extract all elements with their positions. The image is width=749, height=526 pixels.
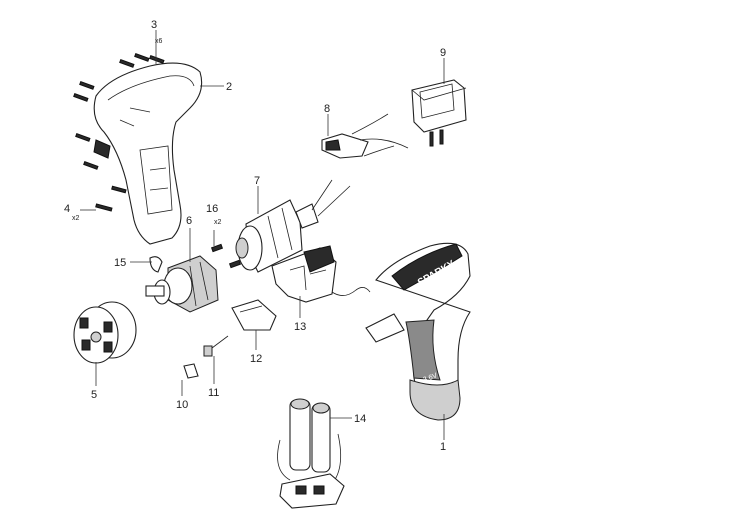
callout-10: 10 [176,399,188,411]
main-housing-part-1: SPARKY 3.6V [365,242,471,421]
leader-lines [80,30,445,440]
callout-3-qty: x6 [155,38,163,45]
callout-3: 3 [151,19,157,31]
voltage-text: 3.6V [422,372,438,384]
screws-part-16 [210,243,242,269]
motor-part-7 [235,179,351,273]
callout-12: 12 [250,353,262,365]
callout-8: 8 [324,103,330,115]
small-part-10 [183,363,199,379]
switch-module-part-13 [271,245,371,303]
callout-1: 1 [440,441,446,453]
callout-9: 9 [440,47,446,59]
callout-16: 16 [206,203,218,215]
chuck-part-5 [73,301,137,364]
gearbox-part-6 [145,255,219,313]
screws-part-3 [73,53,165,170]
callout-13: 13 [294,321,306,333]
housing-half-part-2 [93,62,203,245]
charger-part-9 [411,79,467,147]
callout-15: 15 [114,257,126,269]
callout-7: 7 [254,175,260,187]
callout-14: 14 [354,413,366,425]
screws-part-4 [95,185,127,212]
spring-part-11 [203,335,229,357]
callout-11: 11 [208,387,219,399]
clip-part-15 [149,256,163,273]
battery-pack-part-14 [277,398,345,509]
callout-4: 4 [64,203,70,215]
callout-2: 2 [226,81,232,93]
callout-6: 6 [186,215,192,227]
plate-part-12 [231,299,277,331]
callout-5: 5 [91,389,97,401]
callout-labels: 1 2 3 x6 4 x2 5 6 7 8 9 10 11 12 13 14 1… [64,19,446,453]
callout-4-qty: x2 [72,215,80,222]
switch-part-8 [321,113,409,159]
callout-16-qty: x2 [214,219,222,226]
